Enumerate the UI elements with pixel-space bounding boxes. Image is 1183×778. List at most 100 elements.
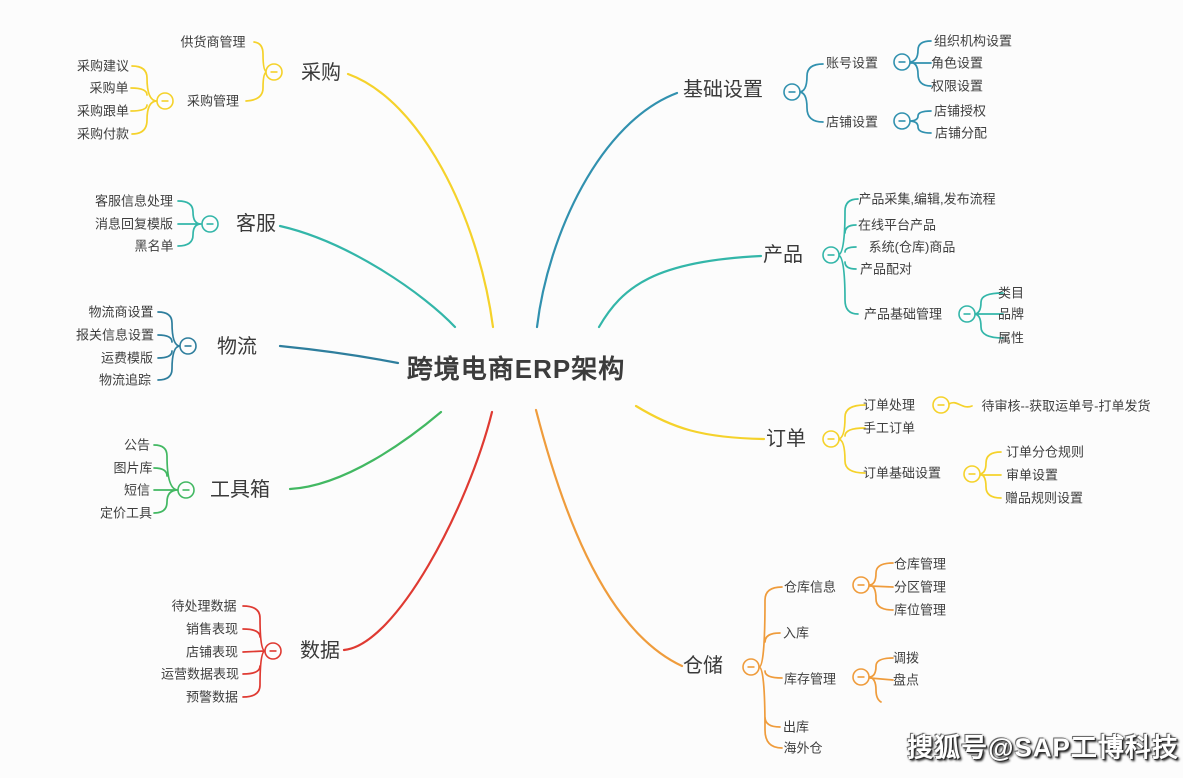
topic-basic-settings[interactable]: 基础设置 — [683, 79, 763, 101]
topic-permission-settings[interactable]: 权限设置 — [930, 78, 984, 94]
topic-customs-info-settings[interactable]: 报关信息设置 — [75, 327, 155, 343]
topic-image-library[interactable]: 图片库 — [113, 460, 153, 476]
topic-data[interactable]: 数据 — [300, 640, 340, 662]
collapse-toggle-order[interactable] — [822, 430, 840, 448]
topic-location-management[interactable]: 库位管理 — [893, 602, 947, 618]
brace-store-settings — [908, 110, 932, 134]
collapse-toggle-procurement[interactable] — [265, 63, 283, 81]
brace-procurement-management — [130, 65, 158, 135]
topic-account-settings[interactable]: 账号设置 — [825, 55, 879, 71]
topic-system-warehouse-goods[interactable]: 系统(仓库)商品 — [868, 239, 956, 255]
topic-logistics[interactable]: 物流 — [217, 336, 257, 358]
collapse-toggle-inventory-management[interactable] — [852, 668, 870, 686]
topic-order-basic-settings[interactable]: 订单基础设置 — [862, 465, 942, 481]
brace-customer-service — [177, 200, 202, 247]
brace-warehouse-info — [868, 562, 894, 611]
topic-org-structure-settings[interactable]: 组织机构设置 — [933, 33, 1013, 49]
topic-transfer[interactable]: 调拨 — [892, 650, 920, 666]
collapse-toggle-logistics[interactable] — [179, 337, 197, 355]
topic-zone-management[interactable]: 分区管理 — [893, 579, 947, 595]
topic-store-settings[interactable]: 店铺设置 — [825, 114, 879, 130]
topic-brand[interactable]: 品牌 — [997, 306, 1025, 322]
topic-operation-data-performance[interactable]: 运营数据表现 — [160, 666, 240, 682]
topic-warehouse-info[interactable]: 仓库信息 — [783, 579, 837, 595]
collapse-toggle-data[interactable] — [264, 642, 282, 660]
branch-curve-logistics — [278, 344, 400, 365]
topic-product-collect-edit-publish[interactable]: 产品采集,编辑,发布流程 — [858, 191, 996, 207]
topic-order[interactable]: 订单 — [766, 428, 806, 450]
topic-purchase-payment[interactable]: 采购付款 — [76, 126, 130, 142]
topic-pricing-tool[interactable]: 定价工具 — [99, 505, 153, 521]
topic-cs-info-processing[interactable]: 客服信息处理 — [94, 193, 174, 209]
topic-message-reply-template[interactable]: 消息回复模版 — [94, 216, 174, 232]
collapse-toggle-order-basic-settings[interactable] — [963, 465, 981, 483]
topic-purchase-suggestion[interactable]: 采购建议 — [76, 58, 130, 74]
topic-warehouse[interactable]: 仓储 — [683, 655, 723, 677]
topic-logistics-tracking[interactable]: 物流追踪 — [98, 372, 152, 388]
topic-procurement[interactable]: 采购 — [301, 62, 341, 84]
topic-supplier-management[interactable]: 供货商管理 — [180, 34, 246, 50]
collapse-toggle-product-basic-management[interactable] — [958, 305, 976, 323]
collapse-toggle-account-settings[interactable] — [893, 53, 911, 71]
topic-gift-rule-settings[interactable]: 赠品规则设置 — [1004, 490, 1084, 506]
topic-outbound[interactable]: 出库 — [782, 719, 810, 735]
collapse-toggle-product[interactable] — [822, 246, 840, 264]
topic-alert-data[interactable]: 预警数据 — [185, 689, 239, 705]
topic-manual-order[interactable]: 手工订单 — [862, 420, 916, 436]
collapse-toggle-customer-service[interactable] — [201, 215, 219, 233]
topic-purchase-follow-up[interactable]: 采购跟单 — [76, 103, 130, 119]
topic-order-review-settings[interactable]: 审单设置 — [1005, 467, 1059, 483]
brace-logistics — [157, 311, 181, 381]
brace-order — [837, 404, 866, 474]
topic-blacklist[interactable]: 黑名单 — [134, 238, 174, 254]
topic-order-processing[interactable]: 订单处理 — [862, 397, 916, 413]
topic-product[interactable]: 产品 — [763, 244, 803, 266]
collapse-toggle-order-processing[interactable] — [932, 396, 950, 414]
topic-order-warehouse-rules[interactable]: 订单分仓规则 — [1005, 444, 1085, 460]
topic-inventory-management[interactable]: 库存管理 — [783, 671, 837, 687]
topic-customer-service[interactable]: 客服 — [236, 213, 276, 235]
topic-product-matching[interactable]: 产品配对 — [859, 261, 913, 277]
collapse-toggle-warehouse[interactable] — [742, 658, 760, 676]
branch-curve-product — [597, 254, 763, 329]
topic-sms[interactable]: 短信 — [123, 482, 151, 498]
topic-inbound[interactable]: 入库 — [782, 625, 810, 641]
collapse-toggle-basic-settings[interactable] — [783, 83, 801, 101]
branch-curve-order — [634, 404, 766, 441]
topic-procurement-management[interactable]: 采购管理 — [186, 93, 240, 109]
topic-warehouse-management[interactable]: 仓库管理 — [893, 556, 947, 572]
topic-purchase-order[interactable]: 采购单 — [89, 80, 129, 96]
topic-announcement[interactable]: 公告 — [123, 437, 151, 453]
topic-freight-template[interactable]: 运费模版 — [100, 350, 154, 366]
brace-product — [837, 198, 859, 315]
collapse-toggle-toolbox[interactable] — [177, 481, 195, 499]
topic-sales-performance[interactable]: 销售表现 — [185, 621, 239, 637]
collapse-toggle-procurement-management[interactable] — [156, 92, 174, 110]
topic-role-settings[interactable]: 角色设置 — [930, 55, 984, 71]
topic-pending-data[interactable]: 待处理数据 — [171, 598, 237, 614]
topic-store-performance[interactable]: 店铺表现 — [185, 644, 239, 660]
collapse-toggle-warehouse-info[interactable] — [852, 576, 870, 594]
brace-warehouse — [758, 586, 783, 749]
topic-order-review-flow[interactable]: 待审核--获取运单号-打单发货 — [981, 398, 1151, 414]
branch-curve-procurement — [346, 72, 495, 329]
topic-attribute[interactable]: 属性 — [997, 330, 1025, 346]
brace-product-basic-management — [973, 292, 1004, 339]
topic-store-authorization[interactable]: 店铺授权 — [933, 103, 987, 119]
brace-inventory-management — [868, 657, 894, 703]
topic-category[interactable]: 类目 — [997, 285, 1025, 301]
branch-curve-toolbox — [288, 410, 443, 491]
brace-basic-settings — [798, 63, 824, 123]
topic-overseas-warehouse[interactable]: 海外仓 — [783, 740, 823, 756]
topic-logistics-provider-settings[interactable]: 物流商设置 — [88, 304, 154, 320]
topic-toolbox[interactable]: 工具箱 — [210, 479, 270, 501]
brace-procurement — [245, 41, 268, 102]
central-topic[interactable]: 跨境电商ERP架构 — [406, 354, 626, 384]
collapse-toggle-store-settings[interactable] — [893, 112, 911, 130]
topic-online-platform-products[interactable]: 在线平台产品 — [857, 217, 937, 233]
topic-store-allocation[interactable]: 店铺分配 — [934, 125, 988, 141]
topic-stocktake[interactable]: 盘点 — [892, 672, 920, 688]
brace-order-basic-settings — [978, 451, 1002, 499]
topic-product-basic-management[interactable]: 产品基础管理 — [863, 306, 943, 322]
